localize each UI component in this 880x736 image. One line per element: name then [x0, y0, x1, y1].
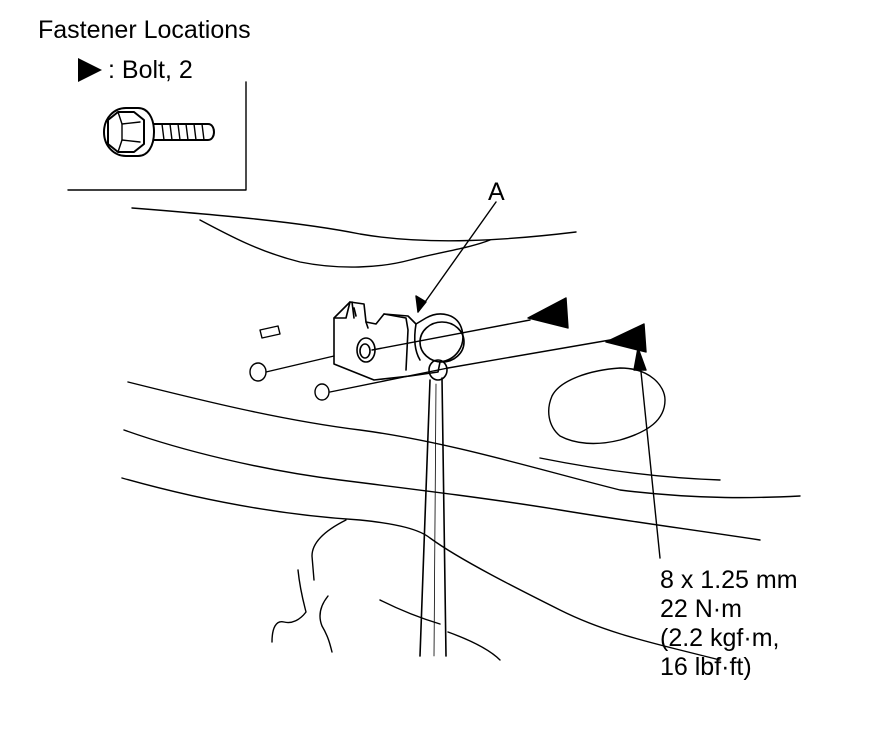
diagram-title: Fastener Locations	[38, 16, 251, 44]
legend-frame	[67, 81, 247, 191]
legend: : Bolt, 2	[78, 56, 193, 84]
support-rod	[419, 377, 447, 657]
spec-arrowhead	[633, 347, 647, 371]
bolt-marker-upper	[527, 297, 569, 329]
body-panel-lines	[121, 207, 801, 661]
bolt-line-upper-2	[371, 319, 531, 351]
body-slot	[259, 325, 281, 339]
bolt-line-lower-2	[447, 339, 611, 369]
callout-a-leader	[417, 201, 497, 313]
spec-line-lbf: 16 lbf·ft)	[660, 653, 752, 681]
mount-hole-lower	[314, 383, 330, 401]
bolt-icon	[103, 107, 215, 157]
callout-a-arrowhead	[415, 295, 427, 313]
bolt-triangle-icon	[78, 58, 102, 82]
bolt-line-lower	[329, 367, 449, 393]
bracket-a	[333, 301, 465, 381]
spec-leader	[639, 361, 661, 559]
spec-line-nm: 22 N·m	[660, 595, 742, 623]
spec-line-size: 8 x 1.25 mm	[660, 566, 798, 594]
bolt-marker-lower	[605, 323, 647, 353]
spec-line-kgf: (2.2 kgf·m,	[660, 624, 780, 652]
callout-label-a: A	[488, 178, 505, 206]
torque-spec: 8 x 1.25 mm 22 N·m (2.2 kgf·m, 16 lbf·ft…	[660, 566, 798, 682]
legend-label: : Bolt, 2	[108, 56, 193, 84]
mount-hole-upper	[249, 362, 267, 382]
bolt-line-upper	[265, 355, 335, 373]
